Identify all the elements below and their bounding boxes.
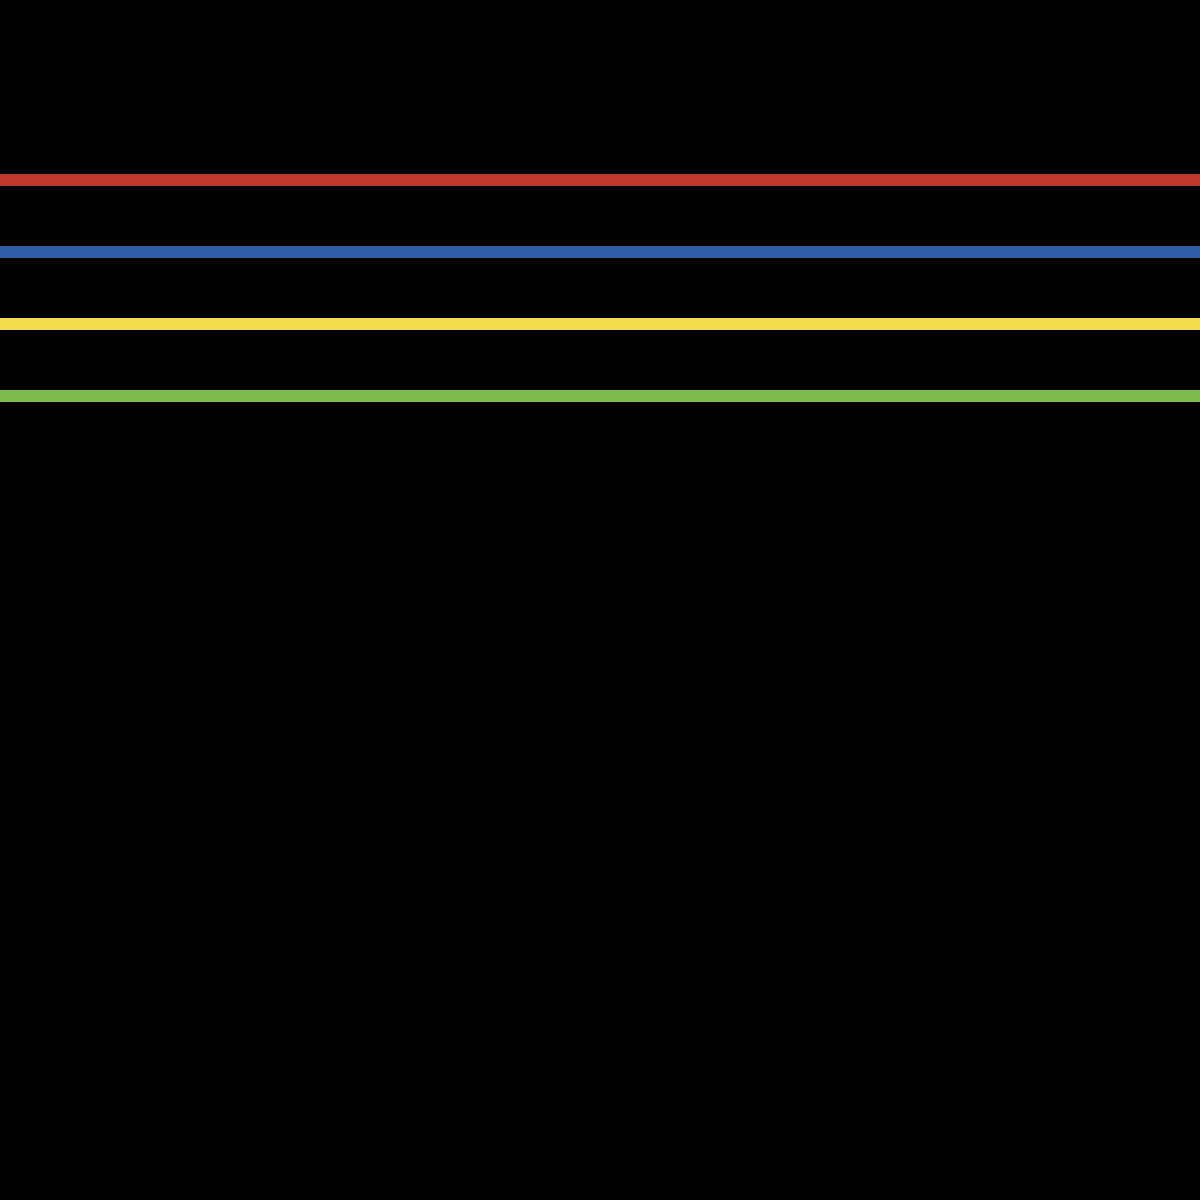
red-stripe (0, 174, 1200, 186)
yellow-stripe (0, 318, 1200, 330)
green-stripe (0, 390, 1200, 402)
blue-stripe (0, 246, 1200, 258)
